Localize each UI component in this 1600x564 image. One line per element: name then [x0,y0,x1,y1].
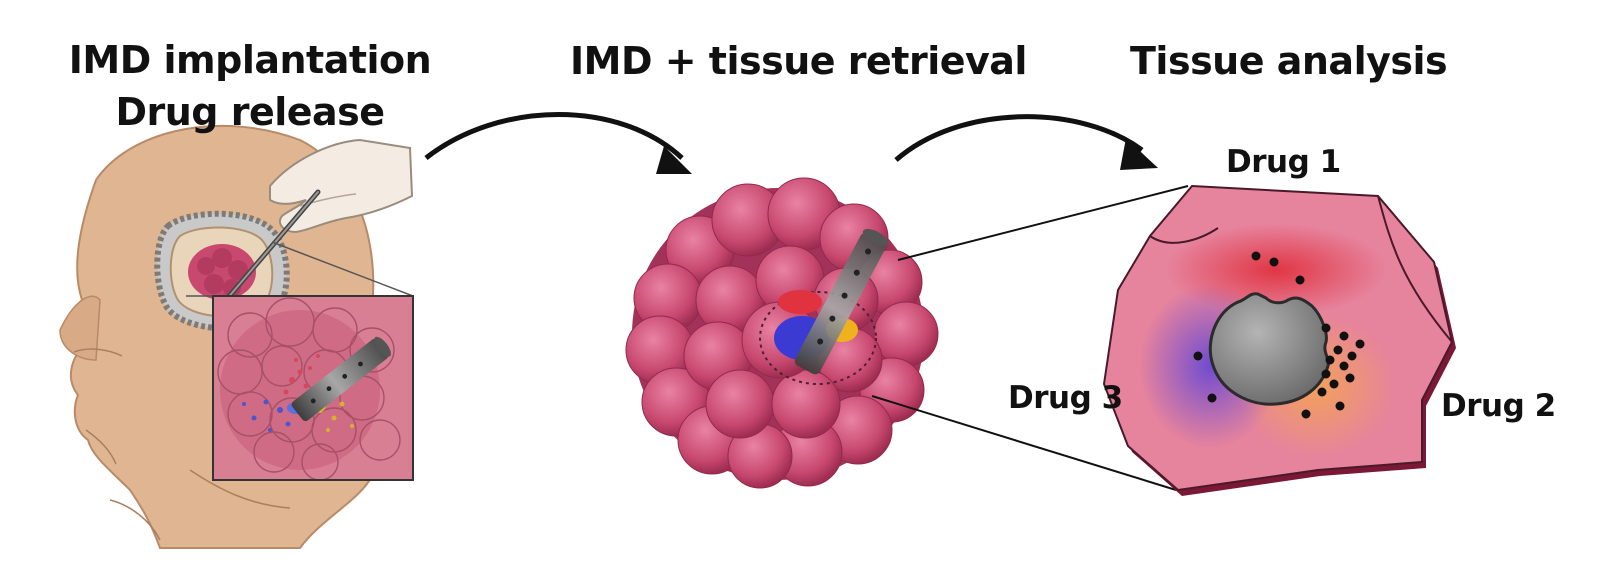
drug3-label: Drug 3 [1008,380,1123,416]
drug2-label: Drug 2 [1441,388,1556,424]
drug1-label: Drug 1 [1226,144,1341,180]
tumor-inset-callout-lines [186,241,414,297]
step1-title: IMD implantation Drug release [40,34,460,138]
retrieved-tumor [625,177,939,489]
step1-title-line1: IMD implantation [68,38,432,82]
step1-title-line2: Drug release [115,90,385,134]
arrow-step2-to-step3-head [1120,138,1158,170]
surgeon-hand [223,138,414,303]
step3-title-line1: Tissue analysis [1130,39,1448,83]
tumor-inset-frame [212,295,414,481]
tissue-section [1102,184,1456,496]
arrow-step1-to-step2-head [656,146,692,174]
drug-particles [1193,251,1365,419]
tumor-inset [213,296,413,480]
section-callout-lines [871,185,1189,491]
arrow-step2-to-step3 [894,114,1144,162]
arrow-step1-to-step2 [424,112,684,160]
step3-title: Tissue analysis [1130,36,1448,86]
implant-cavity [1208,292,1330,406]
step2-title: IMD + tissue retrieval [570,36,1027,86]
step2-title-line1: IMD + tissue retrieval [570,39,1027,83]
